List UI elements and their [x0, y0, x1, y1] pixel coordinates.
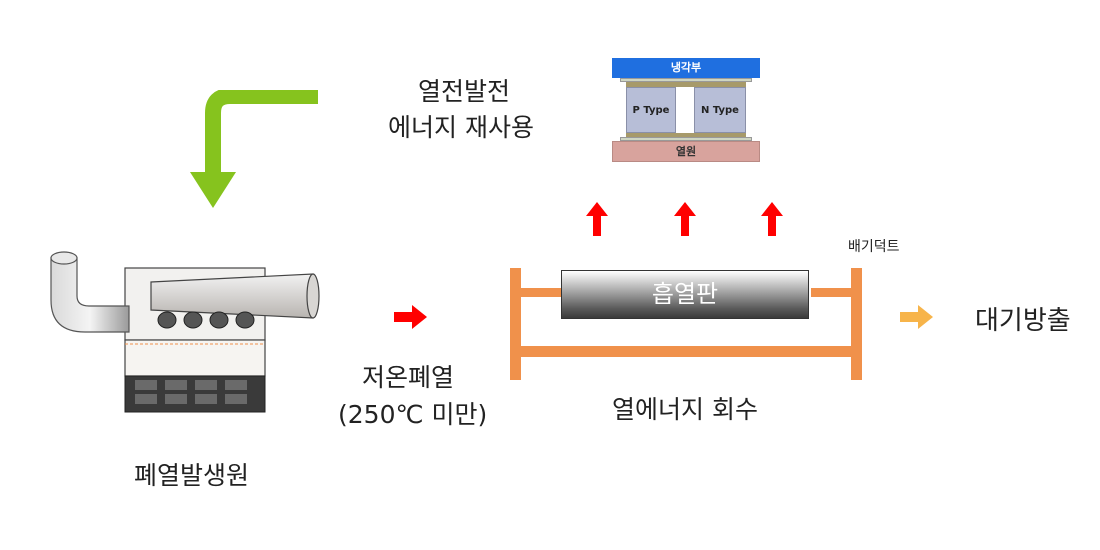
top-layer-2 [626, 82, 746, 87]
heat-source-label: 열원 [675, 145, 697, 158]
energy-reuse-label-line2: 에너지 재사용 [388, 113, 534, 142]
p-type-block: P Type [626, 87, 676, 133]
heat-absorber-plate: 흡열판 [561, 270, 809, 319]
waste-heat-arrow [394, 305, 427, 329]
waste-heat-label-line1: 저온폐열 [362, 363, 455, 392]
n-type-block: N Type [694, 87, 746, 133]
heat-recovery-label: 열에너지 회수 [612, 395, 758, 424]
p-type-label: P Type [632, 105, 670, 116]
thermoelectric-module: 냉각부 P Type N Type 열원 [612, 58, 760, 162]
exhaust-arrow [900, 305, 933, 329]
cooling-label: 냉각부 [670, 61, 702, 74]
bottom-layer-1 [626, 133, 746, 137]
energy-reuse-arrow [190, 90, 318, 208]
engine-icon [50, 251, 320, 413]
absorber-label: 흡열판 [651, 280, 719, 308]
exhaust-release-label: 대기방출 [975, 306, 1071, 336]
cooling-plate: 냉각부 [612, 58, 760, 78]
heat-flow-arrow-2 [674, 202, 696, 236]
heat-flow-arrow-3 [761, 202, 783, 236]
bottom-layer-2 [620, 137, 752, 141]
exhaust-duct-label: 배기덕트 [848, 239, 900, 255]
heat-source-plate: 열원 [612, 141, 760, 162]
n-type-label: N Type [701, 105, 739, 116]
top-layer-1 [620, 78, 752, 82]
heat-flow-arrow-1 [586, 202, 608, 236]
waste-heat-label-line2: (250℃ 미만) [338, 400, 488, 429]
energy-reuse-label-line1: 열전발전 [418, 77, 511, 106]
waste-heat-source-label: 폐열발생원 [134, 461, 250, 490]
exhaust-duct-frame [510, 268, 862, 380]
